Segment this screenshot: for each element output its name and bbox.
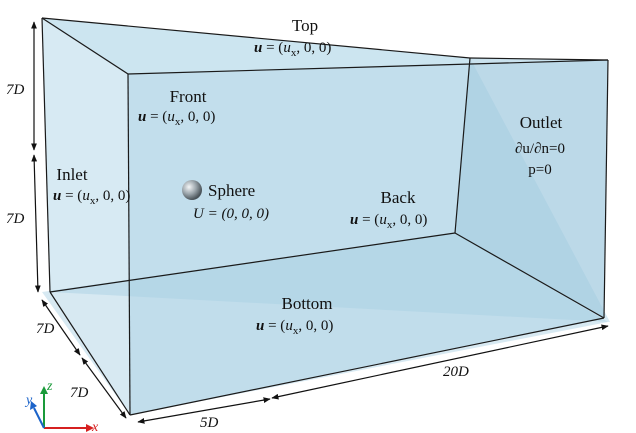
back-bc: u = (ux, 0, 0) — [350, 212, 427, 231]
inlet-bc: u = (ux, 0, 0) — [53, 188, 130, 207]
outlet-bc-line2: p=0 — [528, 162, 551, 178]
sphere-label: Sphere — [208, 181, 255, 200]
bc-eq: = ( — [146, 109, 167, 125]
box-faces — [42, 18, 610, 415]
bc-lhs: u — [53, 188, 61, 204]
bc-sub: x — [293, 325, 299, 337]
bottom-face-panel — [42, 233, 608, 415]
outlet-bc-line1: ∂u/∂n=0 — [515, 141, 565, 157]
bc-tail: , 0, 0) — [95, 188, 130, 204]
dim-upstream-label: 5D — [200, 415, 219, 431]
axis-triad — [30, 386, 94, 432]
bc-lhs: u — [254, 40, 262, 56]
bottom-bc: u = (ux, 0, 0) — [256, 318, 333, 337]
axis-y-label: y — [24, 393, 33, 408]
top-bc: u = (ux, 0, 0) — [254, 40, 331, 59]
bc-sym: u — [285, 318, 293, 334]
box-edges — [41, 17, 609, 416]
bottom-label: Bottom — [281, 294, 332, 313]
axis-z-arrowhead — [40, 386, 48, 394]
inlet-label: Inlet — [56, 165, 87, 184]
dim-depth-lower-label: 7D — [70, 385, 89, 401]
dim-upstream — [137, 397, 271, 424]
edge — [41, 17, 51, 293]
back-label: Back — [381, 188, 416, 207]
axis-z-label: z — [46, 379, 53, 394]
back-face-panel — [42, 18, 610, 322]
dim-length-label: 20D — [443, 364, 469, 380]
bc-tail: , 0, 0) — [298, 318, 333, 334]
dim-height-lower-label: 7D — [6, 211, 25, 227]
bc-tail: , 0, 0) — [392, 212, 427, 228]
front-label: Front — [170, 87, 207, 106]
edge — [454, 232, 605, 319]
dimension-lines — [31, 21, 609, 424]
bc-sub: x — [90, 195, 96, 207]
edge — [469, 57, 609, 61]
bc-sym: u — [283, 40, 291, 56]
edge — [454, 57, 471, 234]
top-label: Top — [292, 16, 318, 35]
bc-eq: = ( — [61, 188, 82, 204]
dim-depth-upper-label: 7D — [36, 321, 55, 337]
edge — [49, 232, 456, 293]
edge — [41, 17, 129, 75]
dim-height-upper-label: 7D — [6, 82, 25, 98]
axis-y-line — [33, 407, 45, 429]
bc-tail: , 0, 0) — [180, 109, 215, 125]
bc-sub: x — [387, 219, 393, 231]
bc-tail: , 0, 0) — [296, 40, 331, 56]
bc-lhs: u — [350, 212, 358, 228]
outlet-face-panel — [455, 58, 608, 318]
bc-sub: x — [291, 47, 297, 59]
bc-sym: u — [379, 212, 387, 228]
bc-eq: = ( — [358, 212, 379, 228]
bc-eq: = ( — [262, 40, 283, 56]
top-face-panel — [42, 18, 608, 74]
dim-depth-upper — [41, 299, 81, 356]
sphere-bc: U = (0, 0, 0) — [193, 206, 269, 222]
edge — [41, 17, 471, 59]
dim-depth-lower — [81, 357, 127, 419]
bc-sym: u — [82, 188, 90, 204]
edge — [127, 59, 609, 75]
sphere-shape — [182, 180, 202, 200]
outlet-label: Outlet — [520, 113, 563, 132]
bc-eq: = ( — [264, 318, 285, 334]
axis-y-arrowhead — [30, 401, 37, 410]
axis-x-label: x — [91, 420, 99, 433]
dim-length — [271, 324, 609, 400]
edge — [603, 59, 609, 319]
bc-lhs: u — [138, 109, 146, 125]
edge — [127, 73, 131, 416]
bc-lhs: u — [256, 318, 264, 334]
axis-x-arrowhead — [86, 424, 94, 432]
bc-sub: x — [175, 116, 181, 128]
front-bc: u = (ux, 0, 0) — [138, 109, 215, 128]
dim-height-lower — [31, 154, 41, 293]
bc-sym: u — [167, 109, 175, 125]
